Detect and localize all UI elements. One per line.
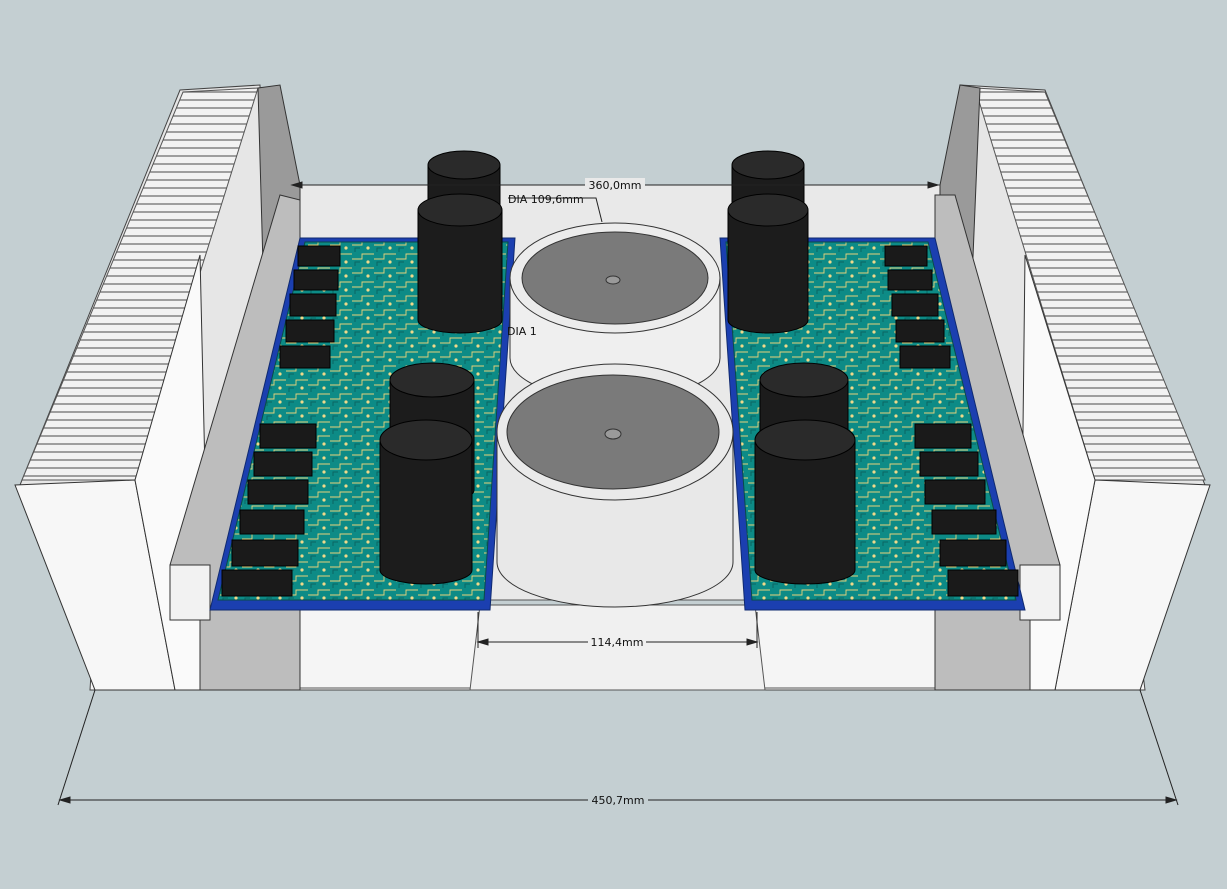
toroid-label: DIA 1 xyxy=(507,325,537,338)
dimension-inner-width-label: 360,0mm xyxy=(589,179,642,192)
dimension-overall-width xyxy=(57,689,1179,806)
toroid-transformer-front xyxy=(496,363,734,608)
dimension-toroid-diameter-label: DIA 109,6mm xyxy=(508,193,584,206)
dimension-overall-width-label: 450,7mm xyxy=(592,794,645,807)
left-filter-capacitors xyxy=(379,150,503,585)
dimension-toroid-leader xyxy=(508,197,603,223)
right-filter-capacitors xyxy=(727,150,856,585)
toroid-transformer-rear xyxy=(509,222,721,401)
dimension-gap-width-label: 114,4mm xyxy=(591,636,644,649)
